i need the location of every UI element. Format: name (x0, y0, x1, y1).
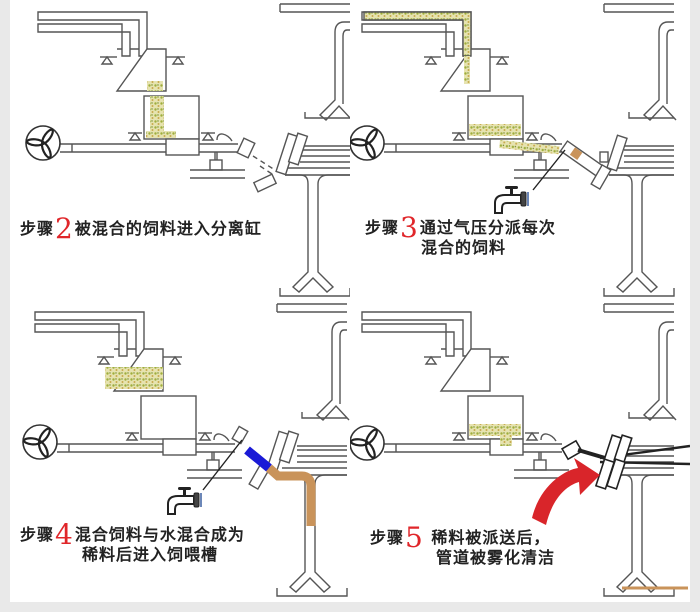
step-prefix: 步骤 (20, 219, 55, 238)
feed-mixture (500, 436, 512, 446)
frame-border-left (0, 0, 10, 612)
leader-line (532, 149, 566, 191)
valve-icon (236, 132, 309, 193)
diagram-canvas (10, 0, 690, 602)
system-diagram (21, 300, 350, 600)
step-number: 5 (405, 521, 424, 554)
fan-icon (350, 124, 386, 162)
panel-step-5: 步骤5 稀料被派送后， 管道被雾化清洁 (350, 300, 690, 600)
feed-mixture (499, 140, 560, 155)
step-caption: 步骤3通过气压分派每次 混合的饲料 (365, 214, 556, 258)
feed-mixture (147, 81, 163, 91)
slurry-flow (266, 464, 316, 526)
water-tap-icon (167, 486, 202, 515)
step-caption: 步骤2被混合的饲料进入分离缸 (20, 215, 262, 243)
step-description-line2: 管道被雾化清洁 (436, 548, 556, 567)
fan-icon (350, 424, 386, 462)
system-diagram (24, 0, 350, 300)
feed-mixture (469, 424, 521, 436)
step-number: 4 (55, 518, 74, 551)
step-prefix: 步骤 (370, 528, 405, 547)
red-arrow-icon (532, 458, 600, 525)
feed-mixture (363, 11, 472, 57)
frame-border-bottom (0, 602, 700, 612)
step-description: 混合饲料与水混合成为 (74, 525, 245, 544)
step-prefix: 步骤 (20, 525, 55, 544)
panel-step-2: 步骤2被混合的饲料进入分离缸 (10, 0, 350, 300)
panel-step-4: 步骤4混合饲料与水混合成为 稀料后进入饲喂槽 (10, 300, 350, 600)
step-description-line2: 混合的饲料 (421, 238, 507, 257)
valve-icon (560, 434, 690, 490)
feed-mixture (464, 56, 470, 84)
feed-mixture (146, 131, 176, 138)
system-diagram (350, 300, 690, 600)
step-caption: 步骤4混合饲料与水混合成为 稀料后进入饲喂槽 (20, 521, 245, 565)
water-flow (244, 446, 272, 472)
step-description: 稀料被派送后， (431, 528, 551, 547)
step-number: 2 (55, 212, 74, 245)
step-description: 通过气压分派每次 (419, 218, 556, 237)
fan-icon (21, 423, 59, 461)
system-diagram (350, 0, 690, 300)
feed-mixture (150, 96, 164, 136)
valve-icon (559, 134, 628, 190)
step-prefix: 步骤 (365, 218, 400, 237)
fan-icon (24, 124, 62, 162)
panel-step-3: 步骤3通过气压分派每次 混合的饲料 (350, 0, 690, 300)
step-description: 被混合的饲料进入分离缸 (74, 219, 262, 238)
feed-mixture (469, 124, 521, 136)
water-tap-icon (494, 185, 529, 214)
feed-mixture (105, 367, 163, 389)
step-caption: 步骤5 稀料被派送后， 管道被雾化清洁 (370, 524, 556, 568)
leader-line (202, 439, 243, 491)
step-description-line2: 稀料后进入饲喂槽 (82, 545, 219, 564)
step-number: 3 (400, 211, 419, 244)
frame-border-right (690, 0, 700, 612)
